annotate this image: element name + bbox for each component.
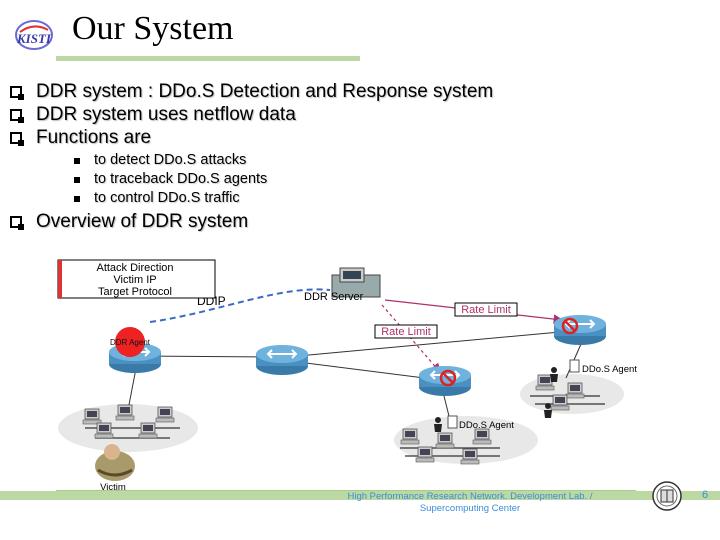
square-bullet-icon [74,176,80,183]
bullet-item: DDR system uses netflow data [10,103,493,126]
ddr-agent-label: DDR Agent [110,338,151,347]
svg-text:KISTI: KISTI [16,31,52,46]
ddr-server-icon [331,267,381,298]
sub-bullet-item: to control DDo.S traffic [74,189,267,208]
sub-bullet-item: to traceback DDo.S agents [74,170,267,189]
ddip-report-arc [149,288,331,323]
rate-limit-router [553,314,607,346]
main-bullet-list: DDR system : DDo.S Detection and Respons… [10,80,493,149]
book-logo-icon [652,481,682,511]
sub-bullet-item: to detect DDo.S attacks [74,151,267,170]
page-number: 6 [702,489,709,501]
block-icon [439,369,457,387]
attack-info-box [57,259,216,299]
footer-lab-text: High Performance Research Network. Devel… [347,491,593,514]
rate-limit-label: Rate Limit [381,326,431,338]
checkbox-bullet-icon [10,85,24,100]
box-line: Target Protocol [98,286,172,298]
victim-label: Victim [100,482,126,493]
box-line: Victim IP [113,274,156,286]
ddos-agent-label: DDo.S Agent [582,364,637,375]
checkbox-bullet-icon [10,131,24,146]
ddr-network-diagram: DDIP Attack Direction Victim IP Target P… [57,259,637,493]
core-router [255,344,309,376]
title-underline [56,56,360,61]
block-icon [561,317,579,335]
checkbox-bullet-icon [10,215,24,230]
square-bullet-icon [74,195,80,202]
document-icon [447,415,458,429]
network-links [127,331,586,429]
document-icon [569,359,580,373]
bullet-item: Functions are [10,126,493,149]
checkbox-bullet-icon [10,108,24,123]
sub-bullet-list: to detect DDo.S attacks to traceback DDo… [74,151,267,208]
kisti-logo: KISTI [15,20,53,50]
box-line: Attack Direction [96,262,173,274]
bullet-item: DDR system : DDo.S Detection and Respons… [10,80,493,103]
overview-bullet: Overview of DDR system [10,210,248,233]
rate-limit-label: Rate Limit [461,304,511,316]
ddos-agent-label: DDo.S Agent [459,420,514,431]
victim-icon [95,444,135,481]
square-bullet-icon [74,157,80,164]
ddr-agent-badge [115,327,145,357]
footer-divider [56,490,636,491]
footer-band [0,491,720,500]
page-title: Our System [72,10,234,47]
ddr-server-label: DDR Server [304,291,364,303]
